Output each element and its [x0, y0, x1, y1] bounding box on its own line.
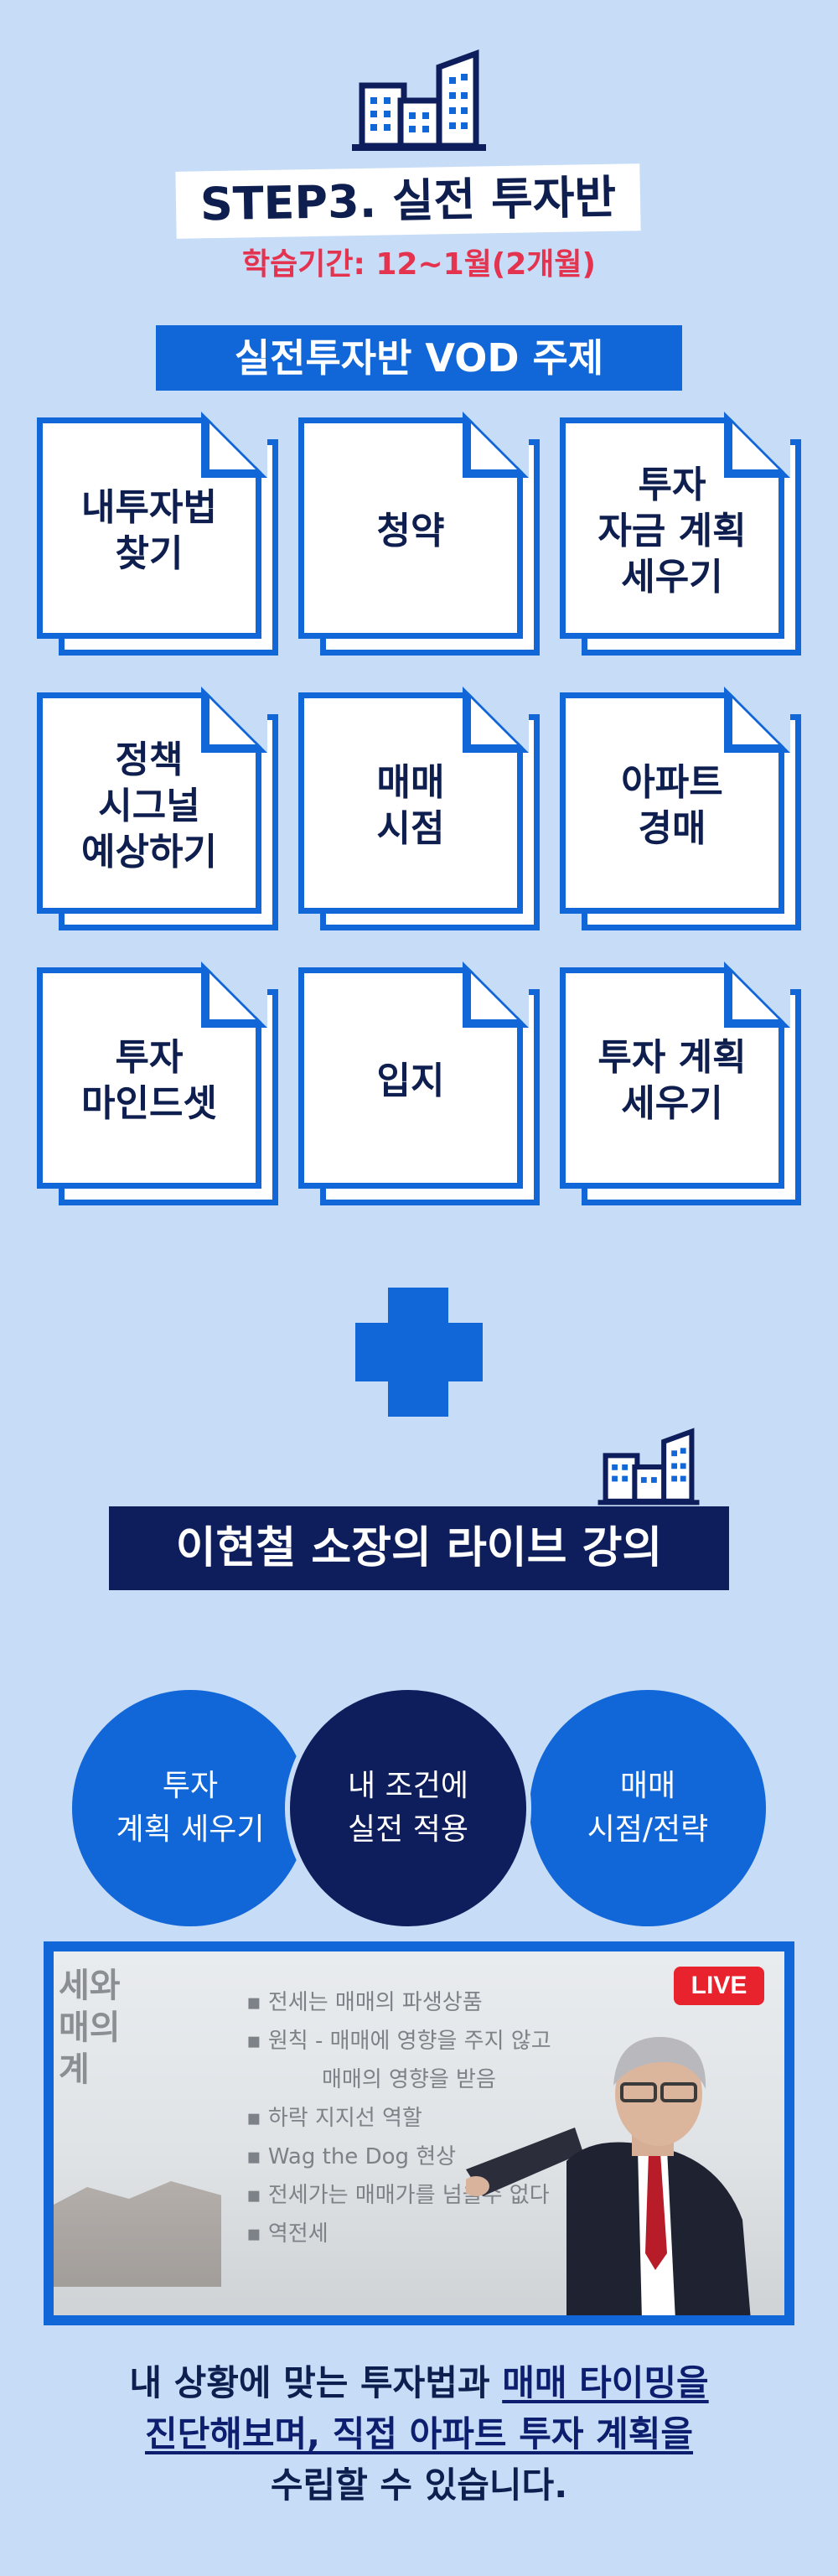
vod-topic-label: 내투자법 찾기 — [81, 486, 217, 575]
vod-topic-label: 아파트 경매 — [621, 761, 723, 850]
vod-topic-card: 투자 계획 세우기 — [560, 961, 811, 1210]
vod-topic-label: 청약 — [376, 509, 445, 552]
card-front-page — [560, 692, 784, 914]
slide-bullet: ▪ 역전세 — [246, 2221, 328, 2247]
vod-topic-card: 투자 자금 계획 세우기 — [560, 412, 811, 661]
vod-topic-card: 청약 — [298, 412, 550, 661]
circle-investment-plan: 투자 계획 세우기 — [72, 1690, 308, 1926]
vod-topic-label: 투자 계획 세우기 — [597, 1036, 747, 1125]
card-front-page — [560, 967, 784, 1189]
description-caption: 내 상황에 맞는 투자법과 매매 타이밍을 진단해보며, 직접 아파트 투자 계… — [0, 2358, 838, 2511]
vod-topic-label: 투자 마인드셋 — [81, 1036, 217, 1125]
live-lecture-title: 이현철 소장의 라이브 강의 — [109, 1506, 729, 1590]
step-title: STEP3. 실전 투자반 — [175, 163, 641, 239]
circle-apply-conditions: 내 조건에 실전 적용 — [285, 1685, 531, 1931]
vod-topic-label: 정책 시그널 예상하기 — [81, 738, 217, 873]
vod-topic-card: 아파트 경매 — [560, 687, 811, 936]
presenter-figure — [466, 2036, 751, 2315]
circle-trade-timing: 매매 시점/전략 — [530, 1690, 766, 1926]
video-screen[interactable]: 세와 매의 계 ▪ 전세는 매매의 파생상품 ▪ 원칙 - 매매에 영향을 주지… — [54, 1951, 784, 2315]
plus-icon-bar — [355, 1323, 483, 1381]
slide-bullet: ▪ 전세는 매매의 파생상품 — [246, 1990, 483, 2015]
slide-bullet: ▪ 원칙 - 매매에 영향을 주지 않고 — [246, 2029, 551, 2054]
slide-side-text: 세와 매의 계 — [59, 1966, 121, 2089]
slide-bullet: 매매의 영향을 받음 — [322, 2067, 496, 2092]
vod-topic-label: 입지 — [376, 1059, 445, 1102]
caption-highlight: 매매 타이밍을 — [502, 2362, 709, 2403]
page-fold-icon — [463, 687, 529, 753]
vod-topic-card: 내투자법 찾기 — [37, 412, 288, 661]
slide-bullet: ▪ Wag the Dog 현상 — [246, 2144, 457, 2169]
caption-highlight: 진단해보며, 직접 아파트 투자 계획을 — [144, 2413, 694, 2454]
page-fold-icon — [724, 412, 790, 478]
page-fold-icon — [724, 687, 790, 753]
page-fold-icon — [201, 961, 267, 1028]
caption-text: 수립할 수 있습니다. — [270, 2464, 568, 2506]
page-fold-icon — [463, 412, 529, 478]
page-fold-icon — [724, 961, 790, 1028]
vod-topic-card: 정책 시그널 예상하기 — [37, 687, 288, 936]
page-fold-icon — [201, 687, 267, 753]
vod-topic-card: 입지 — [298, 961, 550, 1210]
lecture-video[interactable]: 세와 매의 계 ▪ 전세는 매매의 파생상품 ▪ 원칙 - 매매에 영향을 주지… — [44, 1941, 794, 2325]
slide-bullets: ▪ 전세는 매매의 파생상품 ▪ 원칙 - 매매에 영향을 주지 않고 매매의 … — [246, 1985, 551, 2255]
vod-topic-label: 매매 시점 — [376, 761, 445, 850]
vod-topic-card: 매매 시점 — [298, 687, 550, 936]
building-icon — [352, 49, 486, 151]
vod-topic-card: 투자 마인드셋 — [37, 961, 288, 1210]
slide-bullet: ▪ 하락 지지선 역할 — [246, 2106, 422, 2131]
caption-text: 내 상황에 맞는 투자법과 — [129, 2362, 503, 2403]
study-period: 학습기간: 12~1월(2개월) — [241, 247, 597, 282]
vod-section-title: 실전투자반 VOD 주제 — [156, 325, 682, 391]
page-fold-icon — [201, 412, 267, 478]
building-icon-small — [597, 1428, 700, 1506]
live-badge: LIVE — [674, 1967, 764, 2005]
slide-image — [54, 2181, 221, 2287]
vod-topic-label: 투자 자금 계획 세우기 — [597, 463, 747, 599]
page-fold-icon — [463, 961, 529, 1028]
